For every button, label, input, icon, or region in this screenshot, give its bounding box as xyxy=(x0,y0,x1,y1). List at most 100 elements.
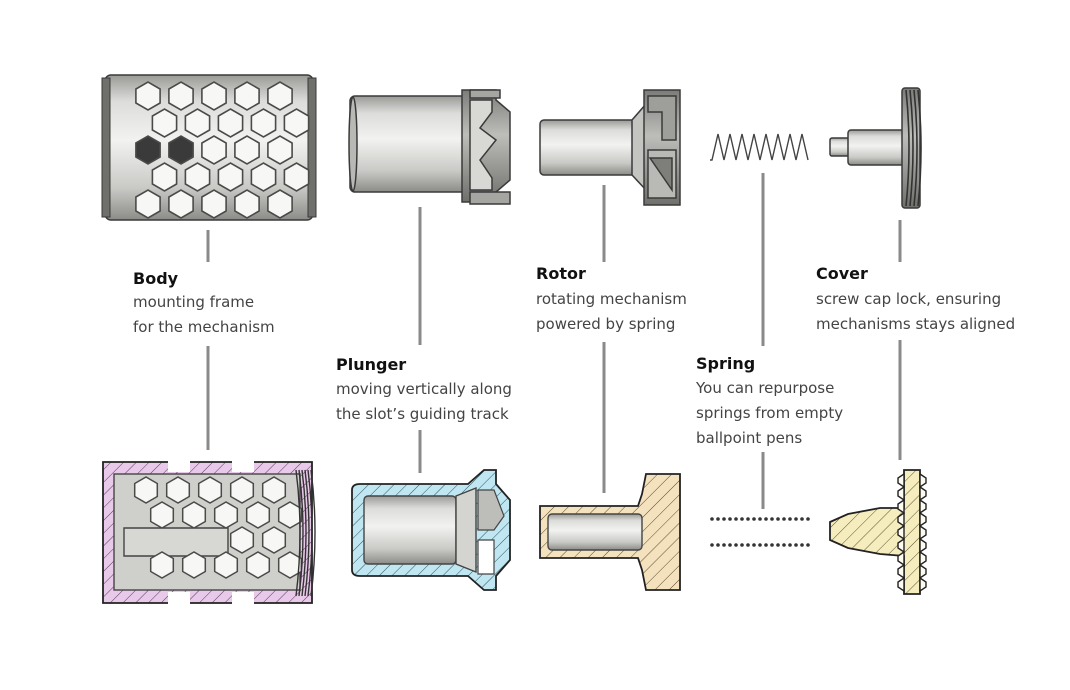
thread-tooth xyxy=(897,485,905,502)
label-plunger: Plunger moving vertically along the slot… xyxy=(336,355,512,423)
leader-lines xyxy=(206,173,902,509)
spring-coil-section xyxy=(752,517,756,521)
spring-coil-section xyxy=(722,543,726,547)
spring-coil-section xyxy=(758,517,762,521)
spring-coil-section xyxy=(770,543,774,547)
label-body-line-1: mounting frame xyxy=(133,293,254,311)
label-rotor: Rotor rotating mechanism powered by spri… xyxy=(536,264,687,333)
label-cover-line-2: mechanisms stays aligned xyxy=(816,315,1015,333)
hex-hole xyxy=(217,162,244,192)
spring-coil-section xyxy=(800,543,804,547)
spring-coil-section xyxy=(728,543,732,547)
rotor-part-3d xyxy=(539,89,681,206)
thread-tooth xyxy=(919,498,927,515)
hex-hole xyxy=(261,476,287,504)
spring-coil-section xyxy=(716,543,720,547)
spring-coil-section xyxy=(764,543,768,547)
hex-hole xyxy=(151,162,178,192)
body-part-3d xyxy=(101,74,317,221)
spring-coil-section xyxy=(746,543,750,547)
label-spring: Spring You can repurpose springs from em… xyxy=(695,354,843,447)
label-spring-line-3: ballpoint pens xyxy=(696,429,802,447)
spring-coil-section xyxy=(710,517,714,521)
hex-hole xyxy=(213,501,239,529)
spring-coil-section xyxy=(740,543,744,547)
thread-tooth xyxy=(919,472,927,489)
thread-tooth xyxy=(919,511,927,528)
thread-line xyxy=(301,469,307,597)
hex-hole xyxy=(168,189,194,219)
hex-hole xyxy=(133,476,159,504)
spring-coil-section xyxy=(758,543,762,547)
hex-hole xyxy=(245,501,271,529)
spring-coil-section xyxy=(806,517,810,521)
spring-coil-section xyxy=(794,543,798,547)
hex-hole xyxy=(181,501,207,529)
hex-hole xyxy=(267,189,293,219)
label-body-line-2: for the mechanism xyxy=(133,318,275,336)
thread-line xyxy=(307,469,313,597)
thread-line xyxy=(905,89,910,207)
thread-tooth xyxy=(897,511,905,528)
hex-hole xyxy=(213,551,239,579)
hex-hole xyxy=(168,81,194,111)
hex-hole xyxy=(149,501,175,529)
spring-coil-section xyxy=(782,517,786,521)
thread-line xyxy=(913,89,918,207)
spring-coil-section xyxy=(746,517,750,521)
label-cover-line-1: screw cap lock, ensuring xyxy=(816,290,1001,308)
hex-hole xyxy=(245,551,271,579)
hex-hole xyxy=(250,162,277,192)
hex-hole xyxy=(267,81,293,111)
thread-tooth xyxy=(919,576,927,593)
hex-hole xyxy=(283,162,310,192)
hex-hole xyxy=(250,108,277,138)
hex-hole xyxy=(168,135,194,165)
thread-line xyxy=(917,89,922,207)
thread-tooth xyxy=(919,563,927,580)
spring-coil-section xyxy=(716,517,720,521)
label-plunger-title: Plunger xyxy=(336,355,406,374)
plunger-part-section xyxy=(351,469,511,591)
hex-hole xyxy=(267,135,293,165)
body-part-section xyxy=(102,458,316,606)
label-rotor-line-2: powered by spring xyxy=(536,315,675,333)
thread-tooth xyxy=(897,472,905,489)
hex-hole xyxy=(283,108,310,138)
spring-coil-section xyxy=(788,517,792,521)
plunger-part-3d xyxy=(348,89,511,205)
label-spring-line-2: springs from empty xyxy=(696,404,843,422)
hex-hole xyxy=(149,551,175,579)
label-cover-title: Cover xyxy=(816,264,868,283)
hex-hole xyxy=(135,81,161,111)
hex-hole xyxy=(181,551,207,579)
thread-tooth xyxy=(897,576,905,593)
spring-coil-section xyxy=(776,543,780,547)
spring-coil-section xyxy=(770,517,774,521)
hex-hole xyxy=(234,135,260,165)
hex-hole xyxy=(165,476,191,504)
spring-coil-section xyxy=(794,517,798,521)
hex-hole xyxy=(201,189,227,219)
spring-coil-section xyxy=(782,543,786,547)
label-plunger-line-1: moving vertically along xyxy=(336,380,512,398)
thread-line xyxy=(304,469,310,597)
hex-hole xyxy=(197,476,223,504)
spring-coil-section xyxy=(800,517,804,521)
label-rotor-line-1: rotating mechanism xyxy=(536,290,687,308)
spring-coil-section xyxy=(710,543,714,547)
hex-hole xyxy=(184,108,211,138)
rotor-part-section xyxy=(539,473,681,591)
hex-hole xyxy=(135,135,161,165)
thread-tooth xyxy=(919,550,927,567)
spring-coil-section xyxy=(806,543,810,547)
cover-part-section xyxy=(829,469,927,595)
thread-line xyxy=(310,469,316,597)
thread-line xyxy=(295,469,301,597)
spring-part-3d xyxy=(710,133,809,161)
hex-hole xyxy=(151,108,178,138)
spring-coil-section xyxy=(734,543,738,547)
thread-tooth xyxy=(919,485,927,502)
hex-hole xyxy=(201,81,227,111)
